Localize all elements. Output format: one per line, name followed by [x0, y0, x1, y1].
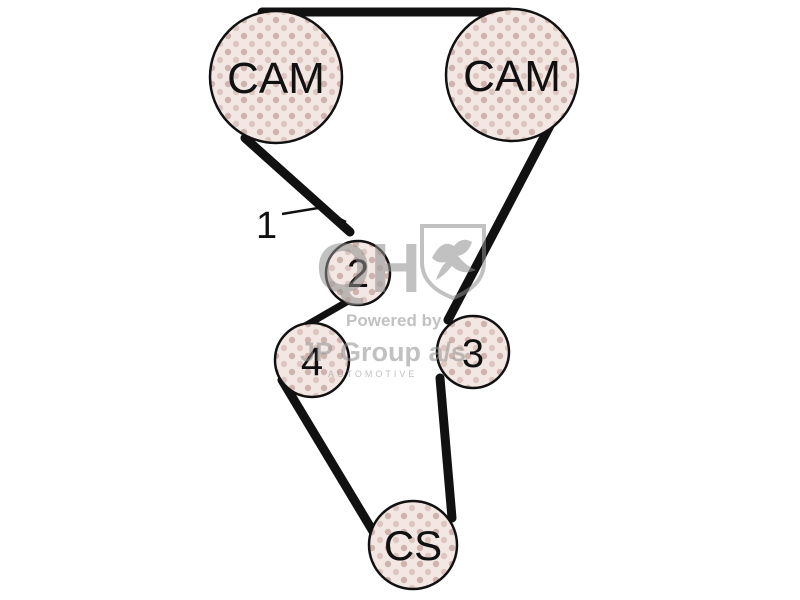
belt-idler-3-to-crank	[435, 373, 457, 523]
watermark-powered-by: Powered by	[346, 311, 442, 330]
idler-right-label: 3	[462, 332, 484, 376]
brand-watermark: QH Powered by JP Group a/s AUTOMOTIVE	[300, 224, 486, 379]
cam-right-label: CAM	[463, 52, 561, 101]
camshaft-pulley-right: CAM	[444, 7, 580, 143]
belt-idler-4-to-crank	[277, 375, 385, 548]
watermark-logo: QH	[316, 229, 421, 307]
timing-belt	[240, 7, 558, 548]
crankshaft-pulley: CS	[367, 499, 459, 591]
watermark-subtitle: AUTOMOTIVE	[328, 369, 417, 379]
camshaft-pulley-left: CAM	[208, 9, 344, 145]
cam-left-label: CAM	[227, 54, 325, 103]
idler-left-label: 4	[301, 340, 323, 384]
idler-pulley-right: 3	[435, 314, 511, 390]
tensioner-label: 2	[347, 252, 369, 296]
belt-callout-number: 1	[256, 205, 277, 247]
belt-callout-line	[281, 206, 347, 224]
watermark-shield-icon	[420, 224, 486, 301]
belt-right-cam-to-idler-3	[443, 115, 558, 325]
tensioner-pulley: 2	[324, 239, 392, 307]
idler-pulley-left: 4	[273, 321, 351, 399]
belt-tensioner-to-idler-4	[301, 296, 354, 330]
crank-label: CS	[384, 522, 442, 569]
watermark-company: JP Group a/s	[300, 337, 466, 367]
